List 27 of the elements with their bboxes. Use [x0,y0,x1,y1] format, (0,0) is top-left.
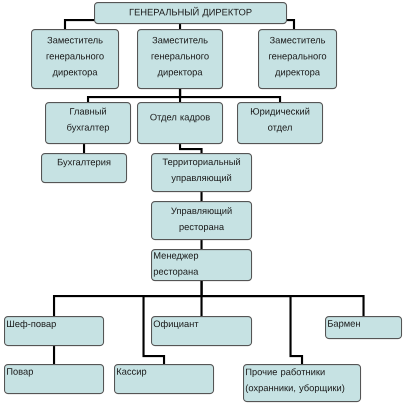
position-box: Отдел кадров [137,102,224,144]
position-box: Шеф-повар [4,316,104,346]
position-box: Юридический отдел [237,102,324,144]
position-box: ГЕНЕРАЛЬНЫЙ ДИРЕКТОР [94,2,288,24]
connector-line [178,24,182,29]
position-box: Кассир [114,364,214,394]
position-box: Главный бухгалтер [45,102,132,144]
connector-line [64,19,94,29]
connector-line [82,144,86,153]
position-box: Заместитель генерального директора [258,29,338,90]
connector-line [200,192,203,201]
connector-line [200,240,203,249]
connector-line [178,144,203,153]
position-box: Бармен [325,316,402,340]
position-box: Территориальный управляющий [151,153,252,192]
connector-line [287,19,296,29]
position-box: Бухгалтерия [41,153,128,184]
position-box: Официант [151,316,252,346]
position-box: Повар [4,364,104,394]
connector-line [52,346,56,364]
position-box: Менеджер ресторана [151,249,252,282]
position-box: Прочие работники (охранники, уборщики) [243,364,362,402]
position-box: Заместитель генерального директора [137,29,224,90]
connector-line [200,281,304,364]
connector-line [178,89,282,102]
position-box: Заместитель генерального директора [31,29,120,90]
position-box: Управляющий ресторана [151,201,252,240]
